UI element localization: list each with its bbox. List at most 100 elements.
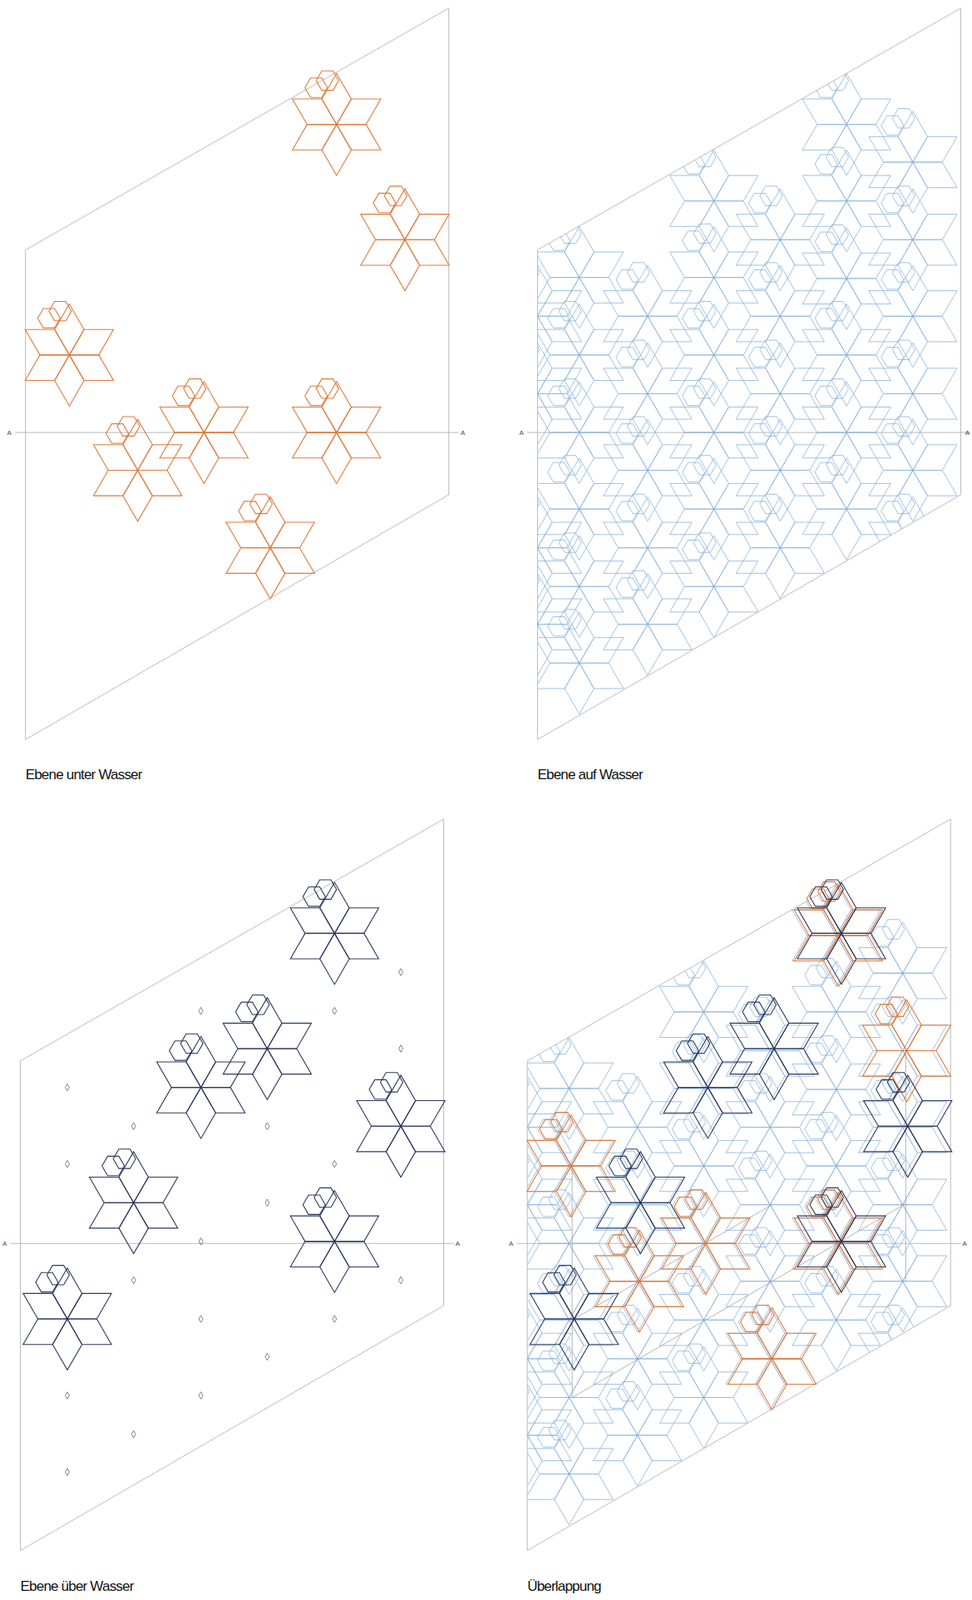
star-pavilion: [535, 532, 624, 638]
star-pavilion: [792, 1266, 881, 1372]
star-pavilion: [858, 1304, 947, 1410]
section-line: [14, 432, 459, 434]
star-pavilion: [802, 300, 891, 406]
pile-marker: [65, 1468, 70, 1476]
star-pavilion: [222, 995, 311, 1101]
star-pavilion: [792, 957, 881, 1063]
star-pavilion: [858, 996, 947, 1102]
star-pavilion: [226, 493, 315, 599]
plan-group: [9, 8, 972, 1551]
star-pavilion: [524, 1034, 613, 1140]
star-pavilion: [868, 262, 958, 368]
star-pavilion: [493, 493, 582, 599]
star-pavilion: [868, 340, 958, 445]
star-pavilion: [483, 1304, 572, 1410]
star-pavilion: [292, 379, 381, 484]
star-pavilion: [863, 1072, 953, 1178]
section-line: [9, 1243, 454, 1244]
star-pavilion: [524, 1112, 613, 1218]
star-pavilion: [493, 340, 582, 445]
pile-marker: [131, 1276, 136, 1284]
star-pavilion: [23, 1265, 112, 1371]
star-pavilion: [524, 1420, 613, 1525]
star-pavilion: [483, 1073, 572, 1179]
pile-marker: [131, 1122, 136, 1130]
pile-marker: [198, 1315, 203, 1323]
star-pavilion: [157, 1033, 246, 1139]
pile-marker: [265, 1198, 270, 1207]
pile-marker: [332, 1006, 337, 1015]
star-pavilion: [735, 493, 824, 599]
star-pavilion: [360, 186, 449, 292]
star-pavilion: [792, 1112, 881, 1218]
star-pavilion: [529, 1265, 618, 1371]
pile-marker: [198, 1006, 203, 1015]
star-pavilion: [483, 1381, 572, 1486]
star-pavilion: [483, 1150, 572, 1256]
star-pavilion: [535, 455, 624, 561]
plan-panel: [14, 8, 459, 741]
star-pavilion: [659, 957, 748, 1063]
star-pavilion: [593, 1073, 682, 1179]
star-pavilion: [725, 1073, 815, 1179]
site-frame: [527, 819, 951, 1551]
star-pavilion: [593, 1381, 682, 1486]
star-pavilion: [356, 1072, 445, 1178]
star-pavilion: [730, 995, 819, 1101]
star-pavilion: [535, 223, 624, 329]
star-pavilion: [524, 1189, 613, 1295]
panel-caption: Überlappung: [527, 1578, 602, 1595]
panel-caption: Ebene unter Wasser: [25, 766, 143, 784]
star-pavilion: [670, 455, 759, 561]
star-pavilion: [603, 493, 692, 599]
star-pavilion: [735, 262, 824, 368]
site-frame: [25, 8, 449, 741]
site-frame: [20, 819, 445, 1551]
star-pavilion: [603, 340, 692, 445]
star-pavilion: [603, 416, 692, 522]
pile-marker: [131, 1430, 136, 1438]
star-pavilion: [527, 1112, 616, 1218]
star-pavilion: [535, 609, 624, 715]
star-pavilion: [725, 1150, 815, 1256]
pile-marker: [399, 1276, 404, 1284]
star-pavilion: [290, 1187, 379, 1293]
star-pavilion: [593, 1304, 682, 1410]
star-pavilion: [670, 223, 759, 329]
star-pavilion: [659, 1343, 748, 1449]
section-marker: A: [2, 1239, 7, 1248]
star-pavilion: [868, 493, 958, 599]
pile-marker: [399, 1045, 404, 1053]
star-pavilion: [792, 881, 881, 987]
star-pavilion: [670, 532, 759, 638]
star-pavilion: [725, 1304, 815, 1410]
star-pavilion: [93, 416, 182, 522]
star-pavilion: [535, 300, 624, 406]
pile-marker: [332, 1315, 337, 1323]
site-frame: [537, 8, 961, 741]
pile-marker: [65, 1083, 70, 1091]
star-pavilion: [802, 147, 891, 252]
pile-marker: [198, 1391, 203, 1400]
star-pavilion: [797, 879, 886, 985]
star-pavilion: [670, 379, 759, 484]
section-marker: A: [962, 1239, 968, 1248]
star-pavilion: [292, 70, 381, 176]
star-pavilion: [797, 1187, 886, 1293]
star-pavilion: [868, 108, 958, 214]
star-pavilion: [802, 455, 891, 561]
pile-marker: [198, 1238, 203, 1246]
star-pavilion: [735, 186, 824, 292]
section-marker: A: [508, 1239, 514, 1248]
star-pavilion: [725, 996, 815, 1102]
star-pavilion: [802, 224, 891, 330]
star-pavilion: [159, 379, 248, 484]
star-pavilion: [493, 262, 582, 368]
plan-panel: [483, 819, 961, 1551]
star-pavilion: [659, 1266, 748, 1372]
plan-panel: [9, 819, 454, 1551]
star-pavilion: [290, 879, 379, 985]
section-marker: A: [7, 429, 12, 437]
star-pavilion: [493, 570, 582, 676]
star-pavilion: [727, 1304, 816, 1410]
